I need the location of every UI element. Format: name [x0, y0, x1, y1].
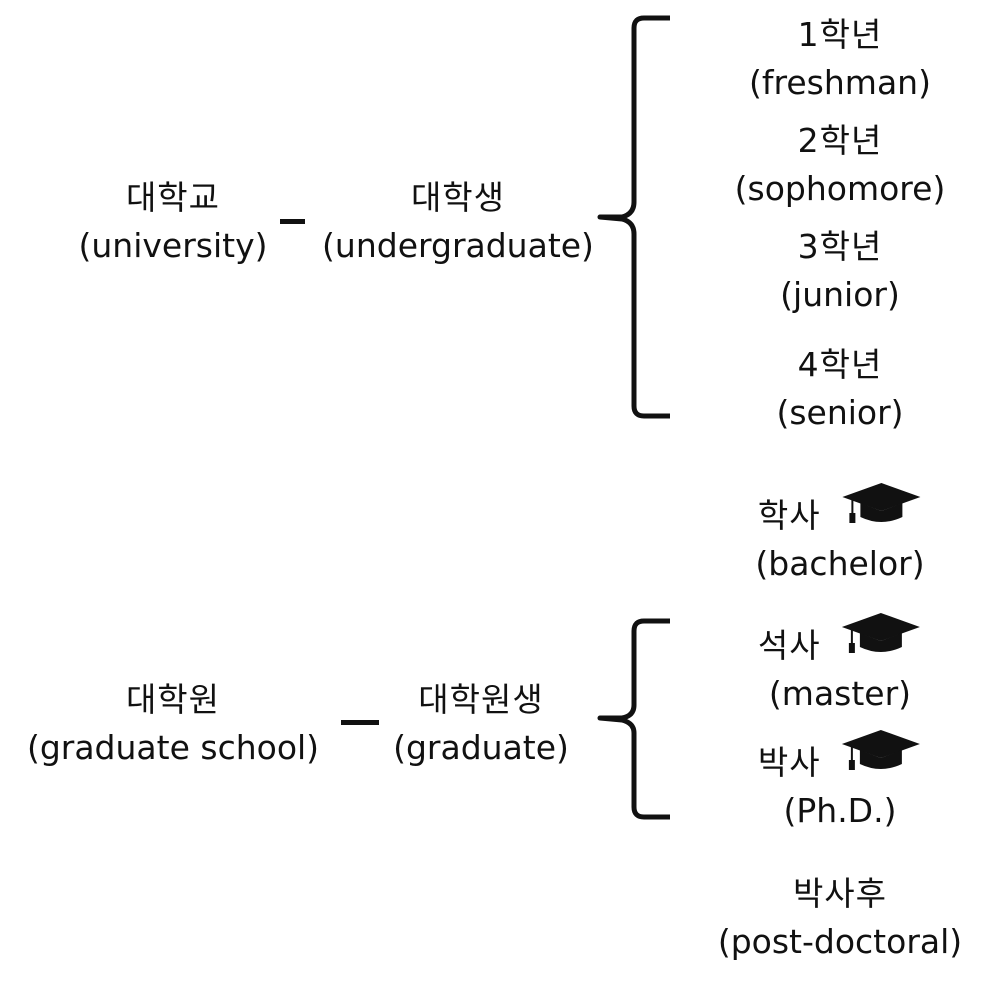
bachelor-ko-row: 학사: [755, 481, 924, 540]
year-1: 1학년 (freshman): [749, 11, 931, 107]
undergraduate-label: 대학생 (undergraduate): [322, 174, 594, 270]
connector-dash-bottom: [341, 720, 379, 725]
university-en: (university): [78, 226, 268, 265]
year-2-ko: 2학년: [797, 121, 883, 160]
year-4-en: (senior): [776, 393, 904, 432]
connector-dash-top: [280, 219, 305, 224]
graduate-school-ko: 대학원: [125, 680, 221, 719]
year-2-en: (sophomore): [734, 169, 946, 208]
year-4-ko: 4학년: [797, 345, 883, 384]
graduation-cap-icon: [842, 613, 921, 653]
year-1-ko: 1학년: [797, 15, 883, 54]
undergraduate-en: (undergraduate): [322, 226, 594, 265]
year-1-en: (freshman): [749, 63, 931, 102]
phd-en: (Ph.D.): [783, 791, 897, 830]
postdoc-en: (post-doctoral): [717, 922, 963, 961]
undergraduate-ko: 대학생: [410, 178, 506, 217]
postdoc-label: 박사후 (post-doctoral): [718, 870, 962, 966]
brace-graduate: [597, 618, 670, 820]
graduate-school-label: 대학원 (graduate school): [27, 676, 319, 772]
master-ko-row: 석사: [758, 611, 922, 670]
bachelor-ko: 학사: [757, 496, 821, 535]
year-4: 4학년 (senior): [776, 341, 903, 437]
bachelor-label: 학사 (bachelor): [755, 481, 925, 588]
university-label: 대학교 (university): [79, 174, 268, 270]
graduate-en: (graduate): [393, 728, 569, 767]
postdoc-ko: 박사후: [792, 874, 888, 913]
brace-undergraduate: [597, 15, 670, 419]
phd-ko: 박사: [757, 743, 821, 782]
graduation-cap-icon: [842, 483, 921, 523]
master-ko: 석사: [757, 626, 821, 665]
phd-label: 박사 (Ph.D.): [758, 728, 922, 835]
year-3: 3학년 (junior): [780, 223, 900, 319]
year-2: 2학년 (sophomore): [735, 117, 946, 213]
bachelor-en: (bachelor): [755, 544, 925, 583]
master-en: (master): [768, 674, 912, 713]
phd-ko-row: 박사: [758, 728, 922, 787]
university-ko: 대학교: [125, 178, 221, 217]
year-3-ko: 3학년: [797, 227, 883, 266]
master-label: 석사 (master): [758, 611, 922, 718]
graduate-school-en: (graduate school): [26, 728, 320, 767]
graduate-label: 대학원생 (graduate): [393, 676, 569, 772]
graduate-ko: 대학원생: [418, 680, 544, 719]
graduation-cap-icon: [842, 730, 921, 770]
year-3-en: (junior): [780, 275, 900, 314]
